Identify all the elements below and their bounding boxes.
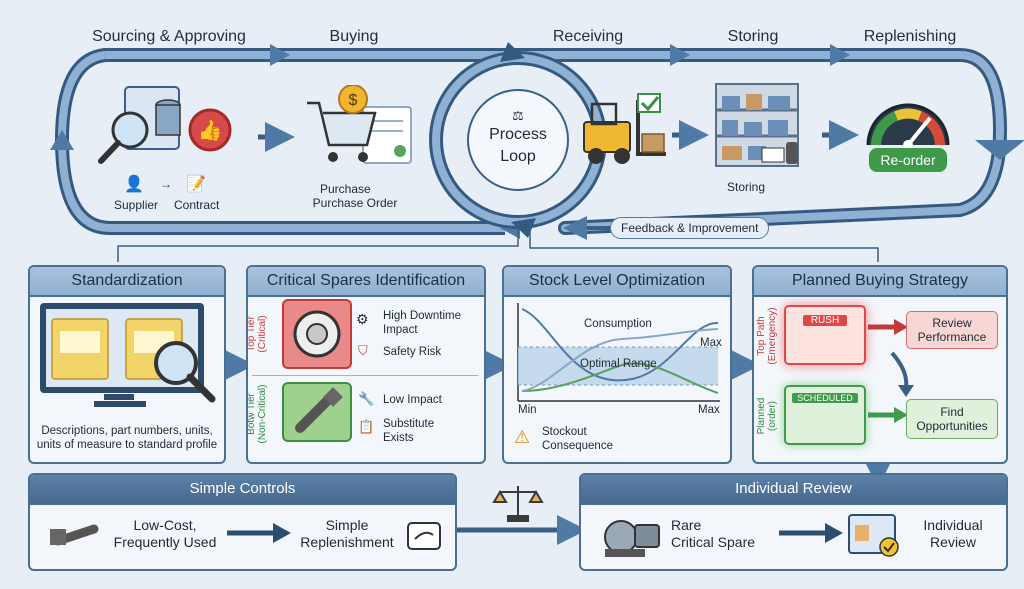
scale-icon: ⚖ xyxy=(512,108,524,123)
stockout-1: Stockout xyxy=(542,426,587,438)
stage-storing: Storing xyxy=(727,28,779,45)
shelving-icon xyxy=(715,83,799,167)
rush-order-card: RUSH xyxy=(784,305,866,365)
wrench-icon: 🔧 xyxy=(358,391,375,406)
planned-order-label: Planned (order) xyxy=(756,397,778,435)
contract-label: Contract xyxy=(174,198,220,212)
low-impact-label: Low Impact xyxy=(383,394,442,406)
svg-text:👍: 👍 xyxy=(198,118,223,142)
forklift-icon xyxy=(583,93,666,164)
individual-2: Review xyxy=(930,534,976,550)
person-icon: 👤 xyxy=(124,176,144,193)
warning-icon: ⚠ xyxy=(514,427,531,447)
standardization-panel: Standardization Descriptions, part numbe… xyxy=(28,265,226,464)
stock-chart xyxy=(517,303,720,402)
simple-controls-title: Simple Controls xyxy=(30,475,455,505)
min-label: Min xyxy=(518,404,537,416)
checklist-icon: 📋 xyxy=(358,419,375,434)
storing-label: Storing xyxy=(727,180,766,194)
high-downtime-1: High Downtime xyxy=(383,310,461,322)
critical-spares-title: Critical Spares Identification xyxy=(248,267,484,297)
low-cost-2: Frequently Used xyxy=(113,534,217,550)
consumption-label: Consumption xyxy=(584,318,652,330)
planned-buying-title: Planned Buying Strategy xyxy=(754,267,1006,297)
planned-buying-panel: Planned Buying Strategy Top Path (Emerge… xyxy=(752,265,1008,464)
shopping-cart-icon: $ xyxy=(307,85,412,164)
substitute-1: Substitute xyxy=(383,418,435,430)
stage-replenishing: Replenishing xyxy=(863,28,957,45)
gauge-icon xyxy=(866,103,950,150)
replenish-box-icon xyxy=(407,522,441,550)
scheduled-badge: SCHEDULED xyxy=(792,393,858,403)
profile-review-icon xyxy=(848,514,899,557)
max-bottom-label: Max xyxy=(698,404,720,416)
bearing-icon xyxy=(282,299,352,369)
simple-controls-panel: Simple Controls Low-Cost, Frequently Use… xyxy=(28,473,457,571)
shield-icon: ⛉ xyxy=(358,343,368,358)
top-tier-label: Top Tier (Critical) xyxy=(246,315,268,353)
simple-2: Replenishment xyxy=(300,534,394,550)
pump-icon xyxy=(604,520,660,557)
safety-risk-label: Safety Risk xyxy=(383,346,442,358)
individual-review-title: Individual Review xyxy=(581,475,1006,505)
purchase-label: Purchase xyxy=(320,182,371,196)
stage-receiving: Receiving xyxy=(552,28,624,45)
low-cost-1: Low-Cost, xyxy=(133,517,197,533)
purchase-order-label: Purchase Order xyxy=(312,196,398,210)
stage-sourcing: Sourcing & Approving xyxy=(92,28,246,45)
stock-level-panel: Stock Level Optimization Consumption Max… xyxy=(502,265,732,464)
top-path-label: Top Path (Emergency) xyxy=(756,307,778,365)
curved-arrow-icon xyxy=(890,351,914,397)
standardization-caption-1: Descriptions, part numbers, units, xyxy=(41,425,213,437)
optimal-range-label: Optimal Range xyxy=(580,358,657,370)
scheduled-order-card: SCHEDULED xyxy=(784,385,866,445)
contract-icon: 📝 xyxy=(186,176,206,193)
stockout-2: Consequence xyxy=(542,440,613,452)
gear-icon: ⚙ xyxy=(356,311,369,327)
rush-badge: RUSH xyxy=(803,315,847,326)
arrow-right-green-icon xyxy=(868,407,908,423)
supplier-label: Supplier xyxy=(114,198,159,212)
stage-buying: Buying xyxy=(329,28,379,45)
arrow-right-icon xyxy=(227,523,291,543)
loop-chevron-icon xyxy=(270,44,290,66)
bottom-tier-label: Botw Tier (Non-Critical) xyxy=(246,384,268,444)
high-downtime-2: Impact xyxy=(383,324,418,336)
arrow-right-icon: → xyxy=(160,177,172,191)
substitute-2: Exists xyxy=(383,432,414,444)
feedback-badge: Feedback & Improvement xyxy=(610,217,770,239)
reorder-button[interactable]: Re-order xyxy=(869,148,947,172)
stock-level-title: Stock Level Optimization xyxy=(504,267,730,297)
balance-scale-icon xyxy=(492,486,544,522)
individual-review-panel: Individual Review Rare Critical Spare In… xyxy=(579,473,1008,571)
standardization-title: Standardization xyxy=(30,267,224,297)
rare-2: Critical Spare xyxy=(671,534,756,550)
simple-1: Simple xyxy=(325,517,369,533)
svg-text:$: $ xyxy=(349,92,358,109)
critical-spares-panel: Critical Spares Identification Top Tier … xyxy=(246,265,486,464)
process-loop-label: Process Loop xyxy=(489,126,547,165)
rare-1: Rare xyxy=(671,517,702,533)
max-top-label: Max xyxy=(700,337,722,349)
bolt-icon xyxy=(282,382,352,442)
supplier-approval-icon: 👍 xyxy=(98,86,232,164)
arrow-right-red-icon xyxy=(868,319,908,335)
monitor-folders-icon xyxy=(40,303,216,407)
bolt-gray-icon xyxy=(50,524,99,546)
individual-1: Individual xyxy=(923,517,983,533)
arrow-right-icon xyxy=(779,523,843,543)
standardization-caption-2: units of measure to standard profile xyxy=(36,439,218,451)
